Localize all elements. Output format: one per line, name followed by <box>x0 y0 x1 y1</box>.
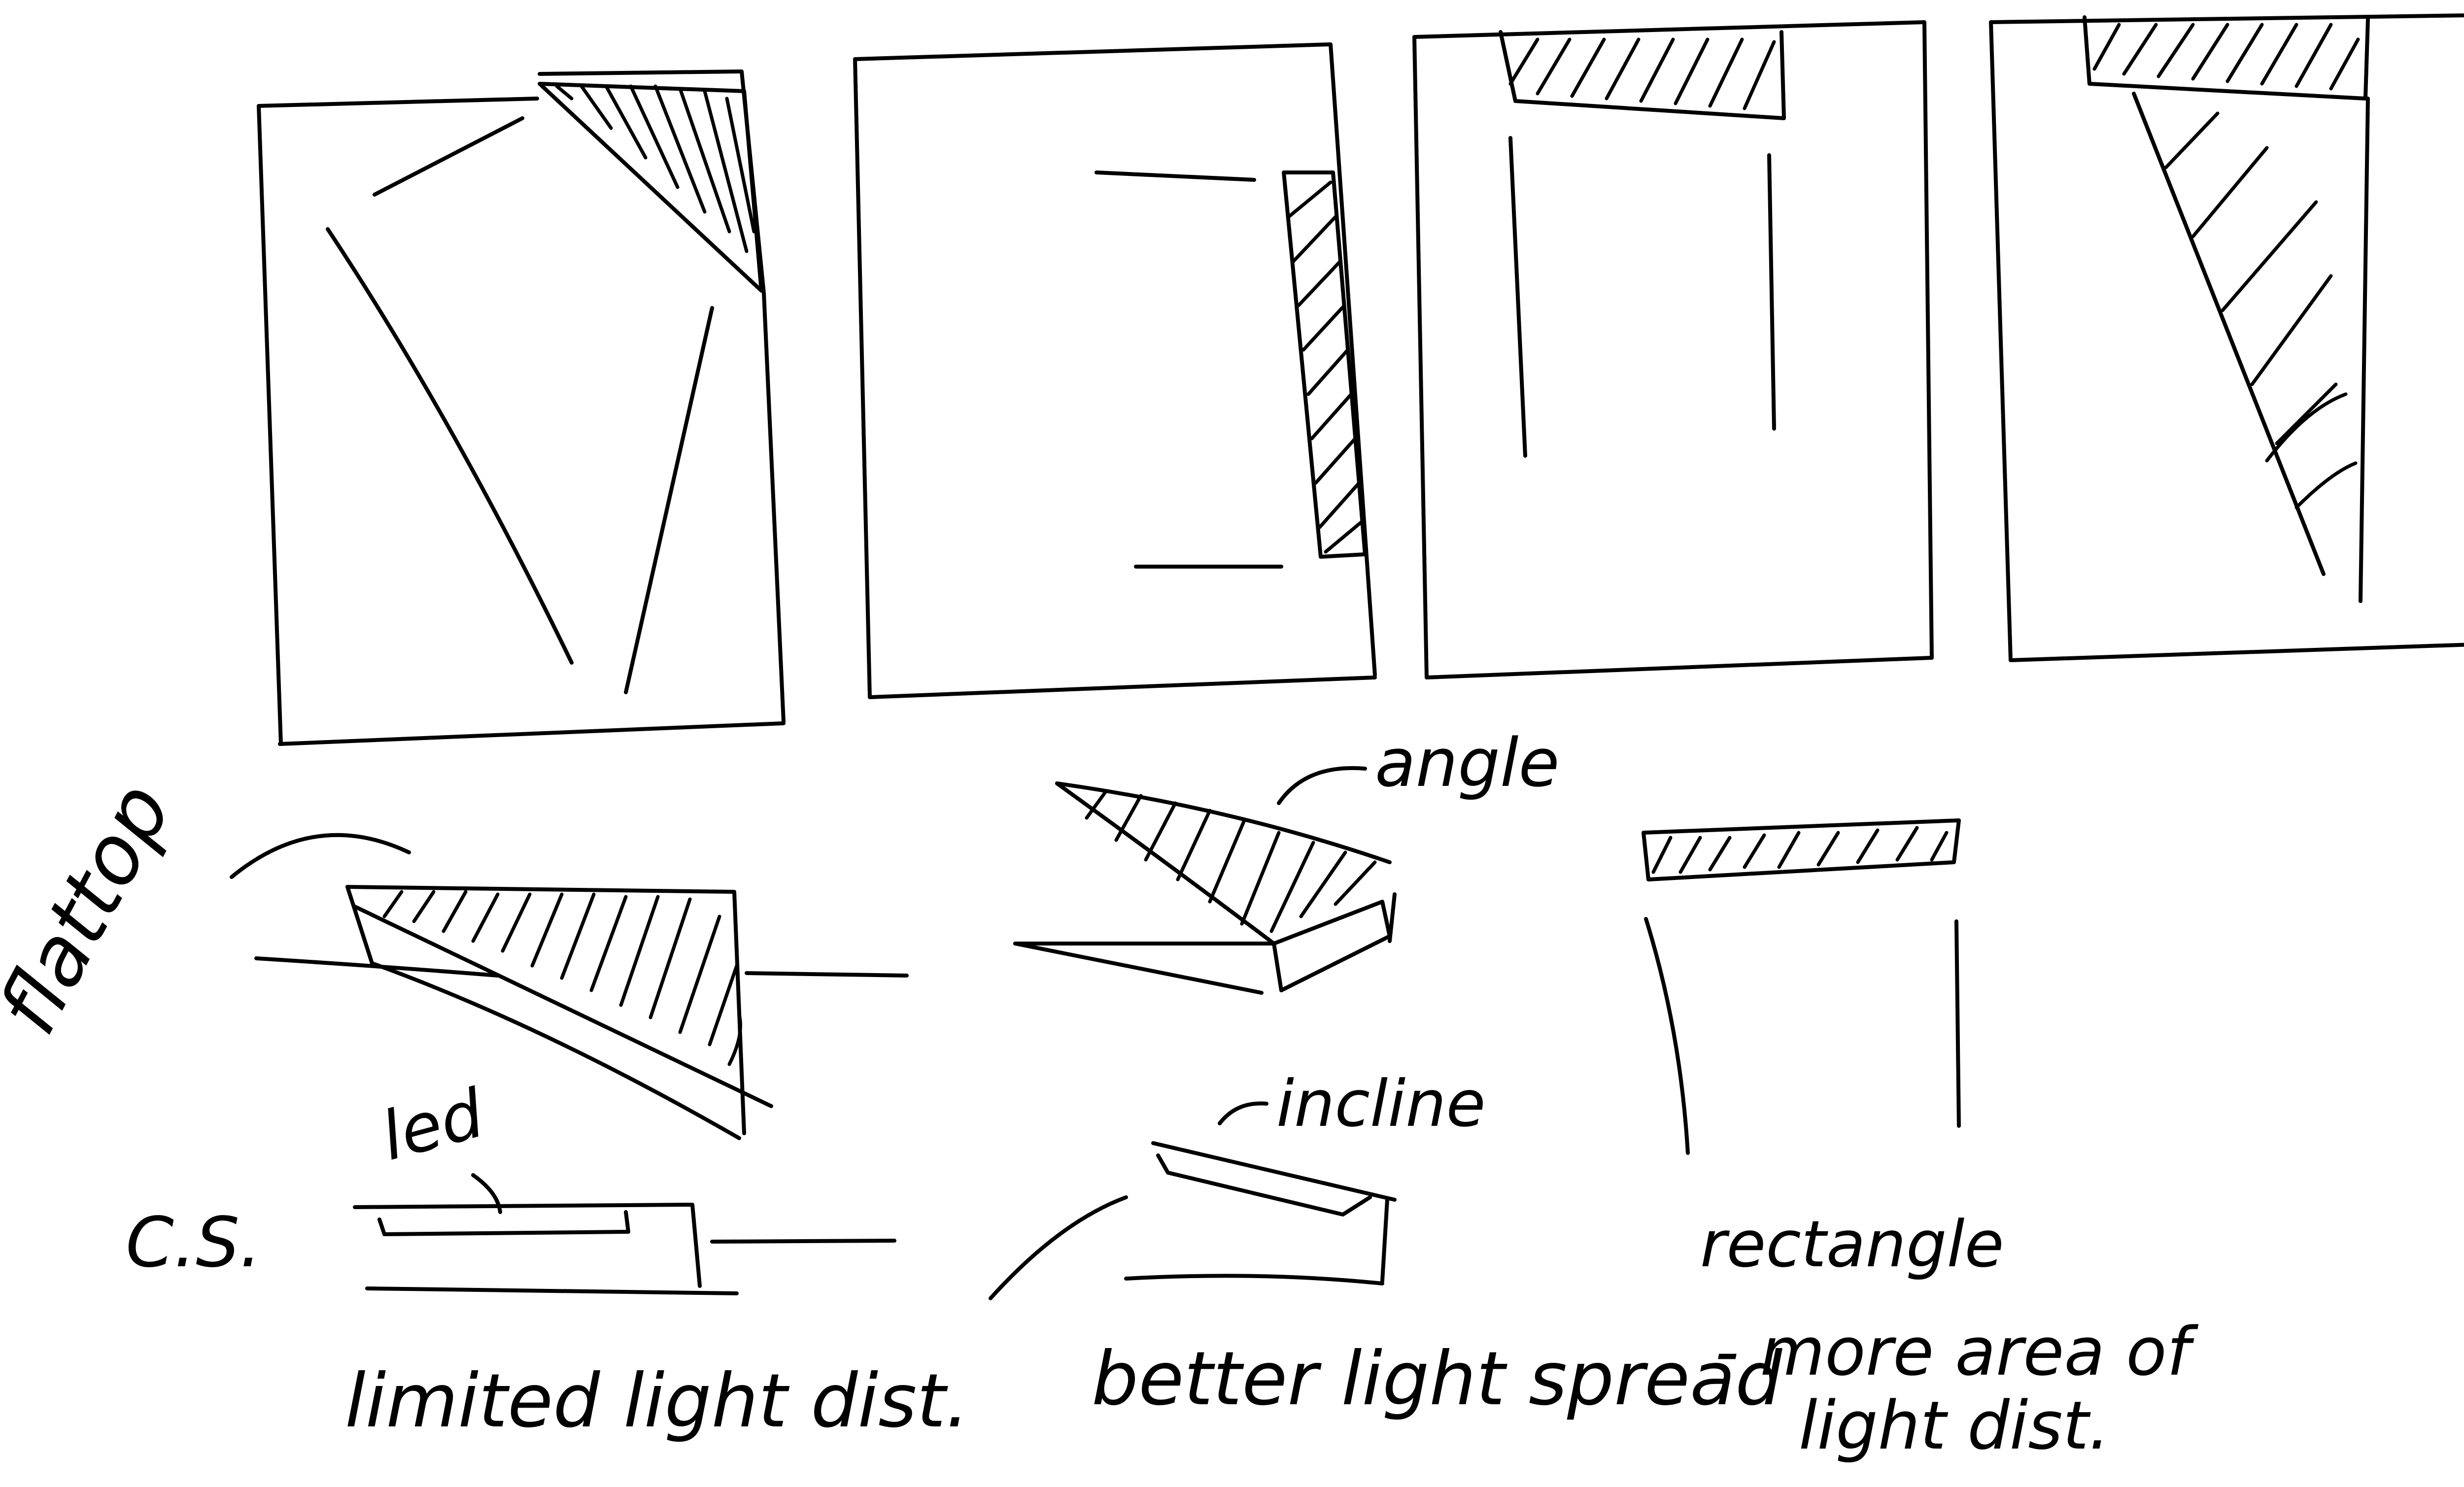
hatch-flattop <box>557 86 754 251</box>
caption-rectangle-line-2: light dist. <box>1799 1387 2110 1464</box>
label-angle: angle <box>1375 724 1560 802</box>
panel-rectangle-top-view <box>1414 22 1932 677</box>
angle-perspective <box>1015 768 1395 993</box>
flattop-cross-section <box>355 1175 894 1293</box>
hatch-flattop-perspective <box>384 892 741 1064</box>
label-rectangle: rectangle <box>1700 1207 2004 1282</box>
label-flattop: flattop <box>0 768 189 1048</box>
flattop-perspective <box>232 835 907 1138</box>
label-led: led <box>374 1075 492 1176</box>
hatch-light-spread <box>2166 113 2356 507</box>
panel-side-strip-top-view <box>855 44 1375 697</box>
panel-flattop-top-view <box>259 71 784 744</box>
label-cs: C.S. <box>126 1203 262 1283</box>
rectangle-perspective <box>1643 820 1959 1153</box>
label-incline: incline <box>1276 1066 1486 1141</box>
hatch-rect-top-2 <box>2094 25 2358 89</box>
caption-angle: better light spread <box>1092 1336 1782 1422</box>
caption-rectangle-line-1: - more area of <box>1715 1313 2199 1390</box>
caption-flattop: limited light dist. <box>345 1358 969 1444</box>
panel-light-spread-top-view <box>1991 15 2464 660</box>
hatch-rect-top <box>1510 39 1774 108</box>
